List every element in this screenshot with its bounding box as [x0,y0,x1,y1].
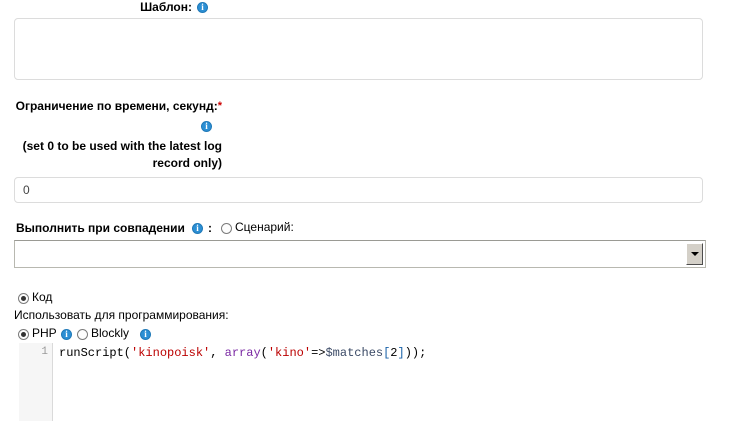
template-label: Шаблон: [140,0,192,14]
info-icon[interactable] [197,2,208,13]
code-radio-label: Код [32,290,53,304]
use-for-programming-label: Использовать для программирования: [14,308,229,322]
editor-line-number: 1 [41,346,48,358]
time-limit-input[interactable] [14,177,703,203]
blockly-radio[interactable] [77,329,88,340]
scenario-select-button[interactable] [686,243,703,265]
php-radio[interactable] [18,329,29,340]
time-limit-label-text: Ограничение по времени, секунд: [15,99,218,113]
time-limit-label: Ограничение по времени, секунд:* [0,99,222,113]
execute-on-match-label: Выполнить при совпадении [16,221,185,235]
scenario-radio-label: Сценарий: [235,220,294,234]
editor-code-line[interactable]: runScript('kinopoisk', array('kino'=>$ma… [59,346,427,360]
required-asterisk: * [217,100,222,112]
info-icon[interactable] [192,223,203,234]
info-icon[interactable] [201,121,212,132]
time-limit-hint: (set 0 to be used with the latest log re… [22,139,222,170]
chevron-down-icon [690,252,699,256]
scenario-radio[interactable] [221,223,232,234]
execute-on-match-colon: : [208,221,212,235]
info-icon[interactable] [61,329,72,340]
template-textarea[interactable] [14,18,703,80]
editor-gutter: 1 [19,343,53,421]
blockly-radio-label: Blockly [91,326,130,340]
code-editor[interactable]: 1 runScript('kinopoisk', array('kino'=>$… [19,343,739,421]
php-radio-label: PHP [32,326,57,340]
info-icon[interactable] [140,329,151,340]
code-radio[interactable] [18,293,29,304]
scenario-select[interactable] [14,240,706,268]
